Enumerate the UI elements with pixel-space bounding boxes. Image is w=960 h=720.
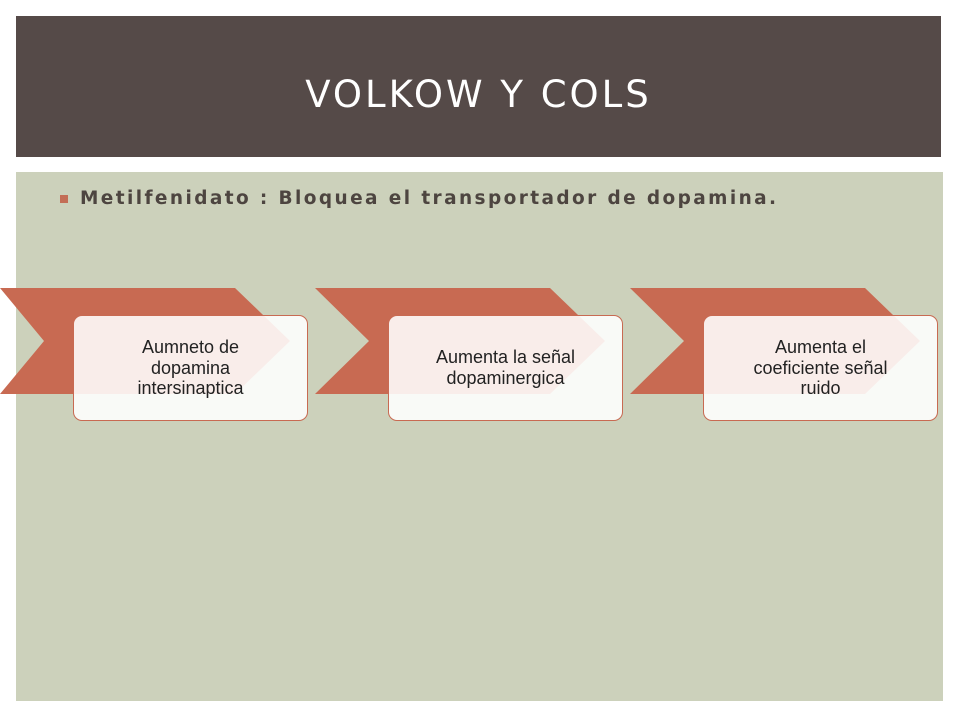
title-bar: VOLKOW Y COLS <box>16 16 941 157</box>
step-3-box: Aumenta el coeficiente señal ruido <box>703 315 938 421</box>
step-2-box: Aumenta la señal dopaminergica <box>388 315 623 421</box>
step-2-label: Aumenta la señal dopaminergica <box>435 347 576 388</box>
content-panel: Metilfenidato : Bloquea el transportador… <box>16 172 943 701</box>
bullet-text: Metilfenidato : Bloquea el transportador… <box>80 188 779 209</box>
bullet-square-icon <box>60 194 68 203</box>
step-3-label: Aumenta el coeficiente señal ruido <box>753 336 888 399</box>
slide-title: VOLKOW Y COLS <box>305 73 652 116</box>
step-1-box: Aumneto de dopamina intersinaptica <box>73 315 308 421</box>
step-1-label: Aumneto de dopamina intersinaptica <box>137 336 244 399</box>
bullet-item: Metilfenidato : Bloquea el transportador… <box>60 188 778 209</box>
